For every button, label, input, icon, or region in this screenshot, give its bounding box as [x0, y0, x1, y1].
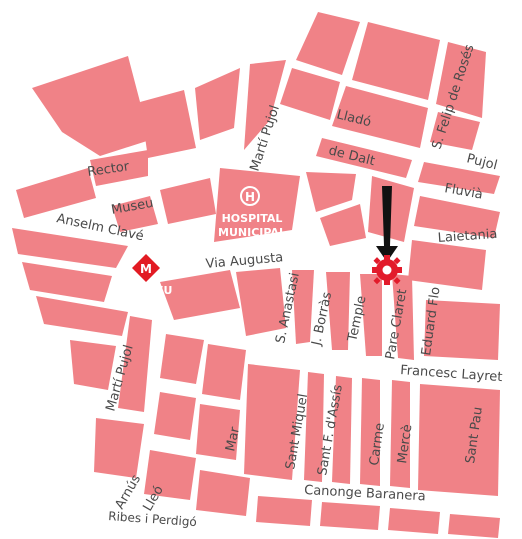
city-block [244, 60, 286, 150]
city-block [70, 340, 116, 390]
city-block [326, 272, 350, 350]
city-block [214, 168, 300, 242]
city-block [195, 68, 240, 140]
city-block [160, 334, 204, 384]
street-label-ribes-i-perdigo: Ribes i Perdigó [108, 509, 197, 529]
city-block [154, 392, 196, 440]
city-block [90, 150, 148, 186]
street-label-canonge-baranera: Canonge Baranera [304, 483, 426, 504]
city-block [304, 372, 324, 482]
city-block [36, 296, 128, 336]
city-block [316, 138, 412, 178]
metro-m-glyph: M [140, 262, 152, 276]
street-label-pujol: Pujol [465, 151, 499, 173]
city-block [94, 418, 144, 478]
city-block [352, 22, 440, 100]
city-block [118, 316, 152, 412]
street-label-laietania: Laietania [437, 227, 498, 246]
street-label-mar: Mar [223, 425, 243, 453]
city-block [160, 178, 216, 224]
city-block [418, 162, 500, 194]
arrow-down-pin-icon [376, 186, 398, 262]
metro-name-line1: POMPEU [120, 284, 173, 297]
hospital-name-line2: MUNICIPAL [218, 226, 286, 239]
city-block [332, 86, 428, 148]
street-label-museu: Museu [110, 196, 154, 218]
city-block [414, 196, 500, 238]
city-block [202, 344, 246, 400]
city-block [160, 270, 240, 320]
city-block [292, 270, 314, 344]
street-label-francesc-layret: Francesc Layret [400, 363, 503, 385]
metro-name-line2: FABRA [126, 297, 167, 310]
city-block [196, 470, 250, 516]
metro-poi[interactable]: M POMPEU FABRA [120, 254, 173, 310]
city-block [112, 196, 158, 232]
city-block [436, 42, 486, 118]
street-label-fluvia: Fluvià [443, 181, 484, 202]
city-block [448, 514, 500, 538]
city-block [306, 172, 356, 212]
city-block [408, 240, 486, 290]
city-block [196, 404, 240, 460]
street-label-carme: Carme [367, 422, 388, 466]
street-label-arnus: Arnús [112, 472, 144, 512]
hospital-poi[interactable]: H HOSPITAL MUNICIPAL [218, 186, 286, 239]
hospital-name-line1: HOSPITAL [222, 212, 283, 225]
city-block [280, 68, 340, 120]
location-gear-icon [372, 255, 402, 285]
city-block [390, 380, 410, 488]
street-label-rector: Rector [86, 159, 130, 180]
city-block [424, 300, 500, 360]
street-label-via-augusta: Via Augusta [205, 250, 284, 272]
hospital-h-glyph: H [245, 190, 255, 204]
city-block [418, 384, 500, 496]
city-block [360, 274, 382, 356]
city-block [392, 274, 414, 360]
city-block [320, 502, 380, 530]
destination-marker[interactable] [372, 186, 402, 285]
city-block [244, 364, 300, 480]
city-block [296, 12, 360, 75]
city-block [320, 204, 366, 246]
city-block [388, 508, 440, 534]
city-block [430, 112, 480, 150]
city-block [256, 496, 312, 526]
city-block [144, 450, 196, 500]
city-block [32, 56, 150, 156]
street-label-merce: Mercè [395, 423, 415, 464]
city-block [12, 228, 128, 268]
city-block [236, 268, 286, 336]
city-block [140, 90, 196, 158]
city-block [22, 262, 112, 302]
city-block [360, 378, 380, 486]
city-block [16, 168, 96, 218]
hospital-h-icon [240, 186, 260, 206]
city-block [332, 376, 352, 484]
metro-m-icon [132, 254, 160, 282]
city-blocks [12, 12, 500, 538]
